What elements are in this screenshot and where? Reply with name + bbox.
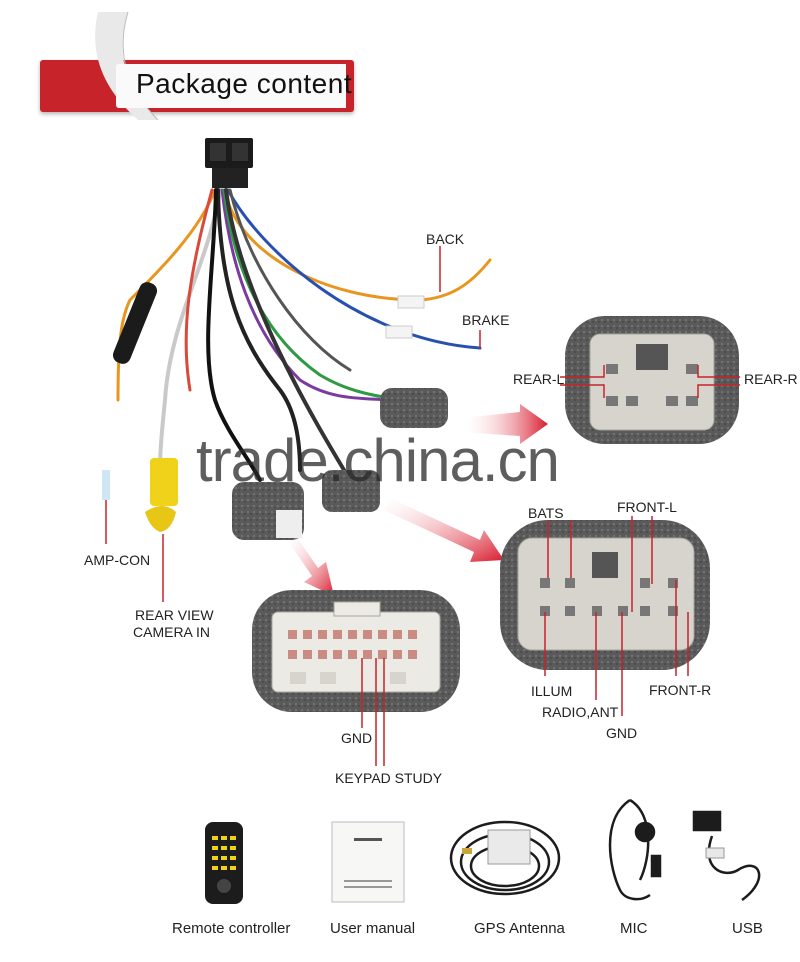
foam-block-left <box>232 482 304 540</box>
wire-tag-back <box>397 295 425 309</box>
arrow-to-rear-connector <box>460 404 548 444</box>
main-iso-connector <box>205 138 253 188</box>
watermark: trade.china.cn <box>196 427 560 494</box>
caption-user-manual: User manual <box>330 920 416 937</box>
left-callout-lines <box>105 246 481 602</box>
front-speaker-connector <box>500 520 710 670</box>
label-bats: BATS <box>528 505 564 521</box>
label-keypad-study: KEYPAD STUDY <box>335 770 443 786</box>
arrow-to-front-connector <box>384 498 504 562</box>
label-front-l: FRONT-L <box>617 499 677 515</box>
caption-gps-antenna: GPS Antenna <box>474 920 565 937</box>
page-title: Package content <box>136 68 353 99</box>
header-banner: Package content <box>40 12 354 121</box>
keypad-callout-lines <box>361 658 385 766</box>
label-radio-ant: RADIO,ANT <box>542 704 619 720</box>
wire-tag-brake <box>385 325 413 339</box>
mic-icon <box>608 798 662 901</box>
harness-wires <box>116 188 492 482</box>
amp-con-wire-tip <box>102 470 110 500</box>
label-gnd-left: GND <box>341 730 373 746</box>
usb-cable-icon <box>692 810 761 902</box>
user-manual-icon <box>331 821 405 903</box>
label-camera-in: CAMERA IN <box>133 624 211 640</box>
fuse-holder <box>112 282 158 364</box>
label-rear-r: REAR-R <box>744 371 798 387</box>
gps-antenna-icon <box>449 820 561 896</box>
label-illum: ILLUM <box>531 683 573 699</box>
rear-callout-lines <box>560 365 740 398</box>
rear-speaker-connector <box>565 316 739 444</box>
caption-mic: MIC <box>620 920 648 937</box>
banner-title-box <box>116 64 346 108</box>
foam-block-right <box>380 388 448 428</box>
label-rear-view: REAR VIEW <box>135 607 214 623</box>
label-brake: BRAKE <box>462 312 510 328</box>
rear-view-camera-rca <box>145 458 178 532</box>
caption-usb: USB <box>732 920 763 937</box>
label-gnd-right: GND <box>606 725 638 741</box>
caption-remote-controller: Remote controller <box>172 920 291 937</box>
keypad-connector <box>252 590 460 712</box>
label-rear-l: REAR-L <box>513 371 565 387</box>
label-back: BACK <box>426 231 465 247</box>
front-callout-lines <box>544 516 689 716</box>
arrow-to-keypad-connector <box>290 536 334 596</box>
label-front-r: FRONT-R <box>649 682 712 698</box>
remote-controller-icon <box>205 822 243 904</box>
foam-block-middle <box>322 470 380 512</box>
label-amp-con: AMP-CON <box>84 552 151 568</box>
